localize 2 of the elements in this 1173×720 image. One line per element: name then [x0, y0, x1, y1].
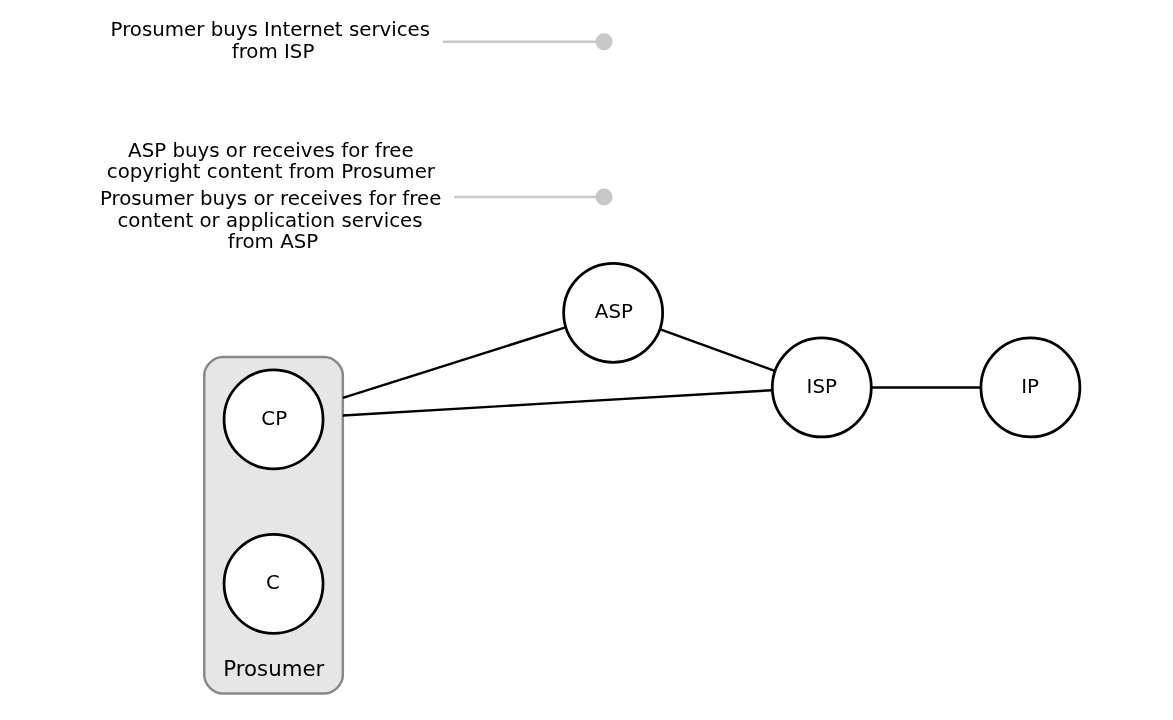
node-text: ASP buys or receives for free copyright content from Prosumer Prosumer buys or receives for free content or application services from ASP: [99, 138, 442, 253]
node-text: Prosumer buys Internet services from ISP: [110, 18, 431, 63]
